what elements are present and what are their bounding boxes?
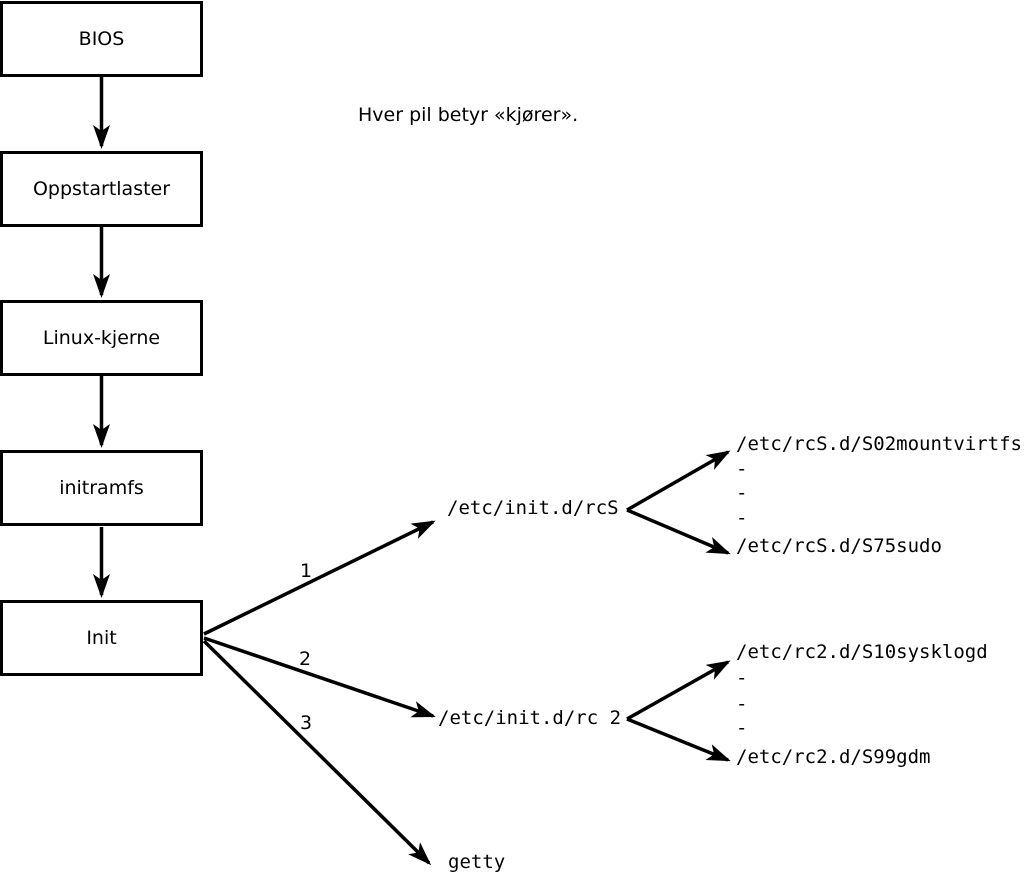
rc2-entry-s10sysklogd: /etc/rc2.d/S10sysklogd [736,641,988,663]
box-init: Init [0,600,203,676]
script-rcS: /etc/init.d/rcS [447,497,619,519]
arrow-rc2-to-s99gdm [626,717,731,762]
branch-2-number: 2 [298,648,312,670]
arrow-rcS-to-s02mountvirtfs [626,450,731,512]
rc2-entry-dash-2: - [736,693,748,715]
branch-1-number: 1 [299,560,313,582]
rc2-entry-dash-3: - [736,717,748,739]
arrow-rc2-to-s10sysklogd [626,660,731,721]
arrow-init-to-getty [202,639,432,866]
rcS-entry-dash-1: - [736,458,748,480]
script-getty: getty [448,851,506,873]
box-oppstartlaster-label: Oppstartlaster [32,178,171,200]
rc2-entry-s99gdm: /etc/rc2.d/S99gdm [736,746,931,768]
legend-note: Hver pil betyr «kjører». [358,104,579,126]
arrow-rcS-to-s75sudo [626,508,731,555]
box-initramfs-label: initramfs [59,477,144,499]
rc2-entry-dash-1: - [736,667,748,689]
rcS-entry-s75sudo: /etc/rcS.d/S75sudo [736,535,942,557]
branch-3-number: 3 [299,712,313,734]
rcS-entry-dash-3: - [736,507,748,529]
box-init-label: Init [86,627,117,649]
rcS-entry-s02mountvirtfs: /etc/rcS.d/S02mountvirtfs [736,433,1022,455]
rcS-entry-dash-2: - [736,482,748,504]
box-initramfs: initramfs [0,450,203,526]
arrow-init-to-rcS [203,520,436,636]
box-linux-kjerne-label: Linux-kjerne [42,327,161,349]
arrow-init-to-rc2 [203,636,436,718]
box-bios: BIOS [0,1,203,77]
box-bios-label: BIOS [78,28,125,50]
box-oppstartlaster: Oppstartlaster [0,151,203,227]
script-rc2: /etc/init.d/rc 2 [438,707,622,729]
box-linux-kjerne: Linux-kjerne [0,300,203,376]
